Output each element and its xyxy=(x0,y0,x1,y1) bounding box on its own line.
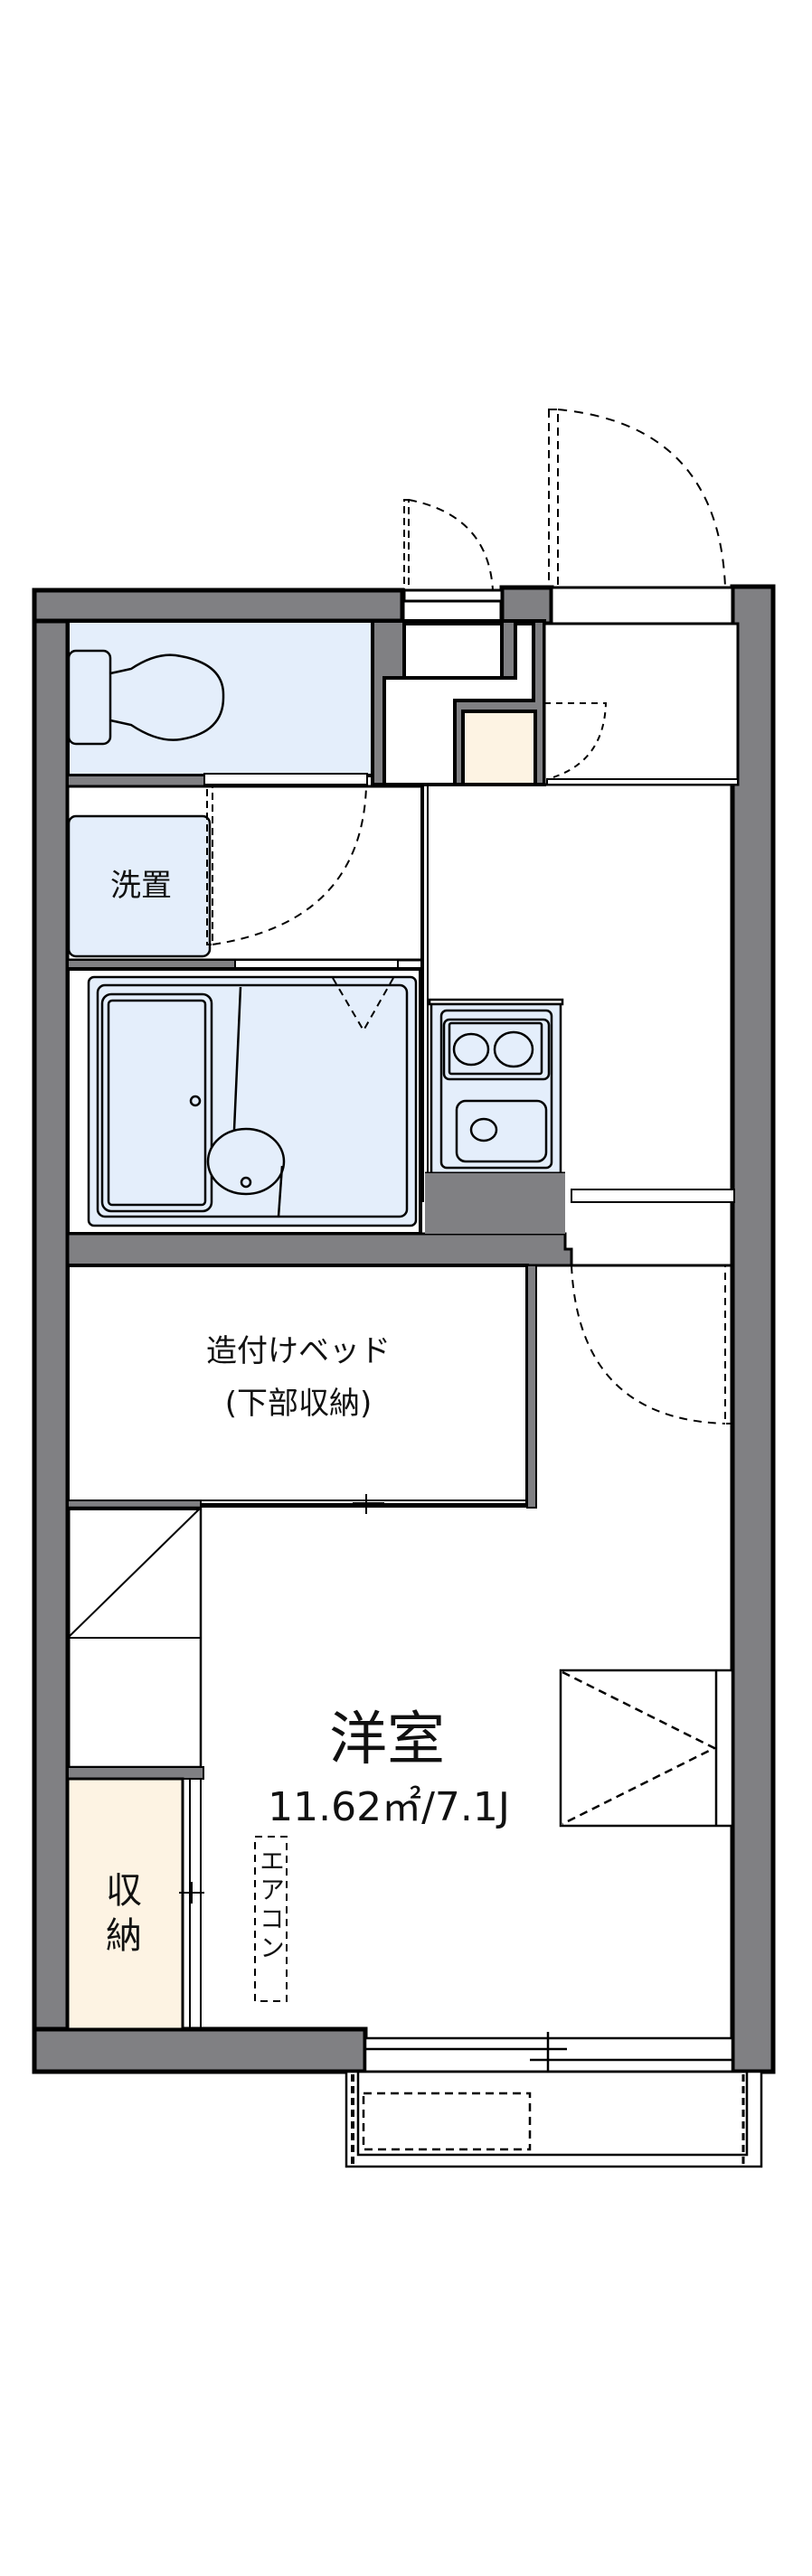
washer-space xyxy=(67,814,212,958)
entrance-door xyxy=(548,409,734,625)
washer-space-label: 洗置 xyxy=(110,868,172,904)
pipe-space xyxy=(371,619,546,786)
meter-door xyxy=(402,499,504,603)
closet xyxy=(66,1777,184,2031)
wash-door xyxy=(206,785,367,945)
air-conditioner-label: エアコン xyxy=(256,1847,286,1963)
bed-sliding-door xyxy=(201,1494,527,1514)
wall-below-bath xyxy=(66,1232,573,1267)
western-room-area: 11.62㎡/7.1J xyxy=(268,1784,510,1830)
balcony xyxy=(345,2070,763,2168)
walls xyxy=(32,584,776,2074)
room-door xyxy=(571,1264,734,1424)
built-in-bed-sublabel: (下部収納) xyxy=(224,1386,373,1422)
bath-unit xyxy=(87,975,418,1227)
closet-door xyxy=(179,1779,204,2029)
shelf xyxy=(66,1506,203,1769)
built-in-bed-label: 造付けベッド xyxy=(206,1333,391,1369)
western-room-label: 洋室 xyxy=(329,1706,445,1773)
air-conditioner xyxy=(254,1836,288,2002)
kitchen-unit xyxy=(428,998,564,1175)
toilet-room xyxy=(66,619,374,777)
shoe-box-door xyxy=(544,702,608,780)
toilet-fixture xyxy=(67,649,225,746)
main-window xyxy=(364,2032,734,2075)
closet-label: 収納 xyxy=(99,1871,141,1961)
window-bay xyxy=(559,1669,734,1828)
built-in-bed xyxy=(66,1264,529,1507)
